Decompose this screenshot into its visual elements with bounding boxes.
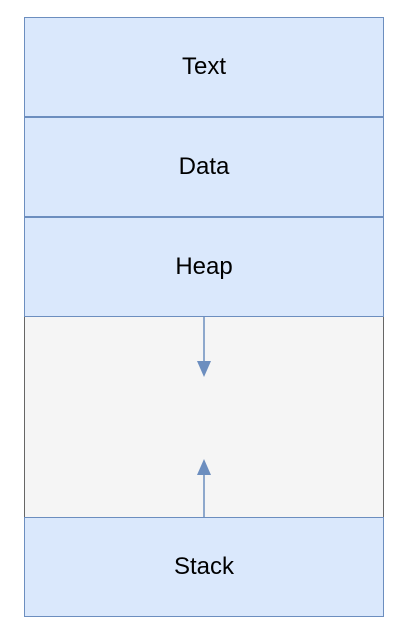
stack-segment-label: Stack (173, 553, 235, 580)
heap-segment-label: Heap (175, 253, 233, 280)
stack-segment: Stack (24, 517, 384, 617)
data-segment: Data (24, 117, 384, 217)
heap-segment: Heap (24, 217, 384, 317)
data-segment-label: Data (178, 153, 230, 180)
text-segment-label: Text (181, 53, 226, 80)
text-segment: Text (24, 17, 384, 117)
free-space-region (24, 317, 384, 517)
memory-layout-diagram: Text Data Heap Stack (24, 17, 384, 617)
